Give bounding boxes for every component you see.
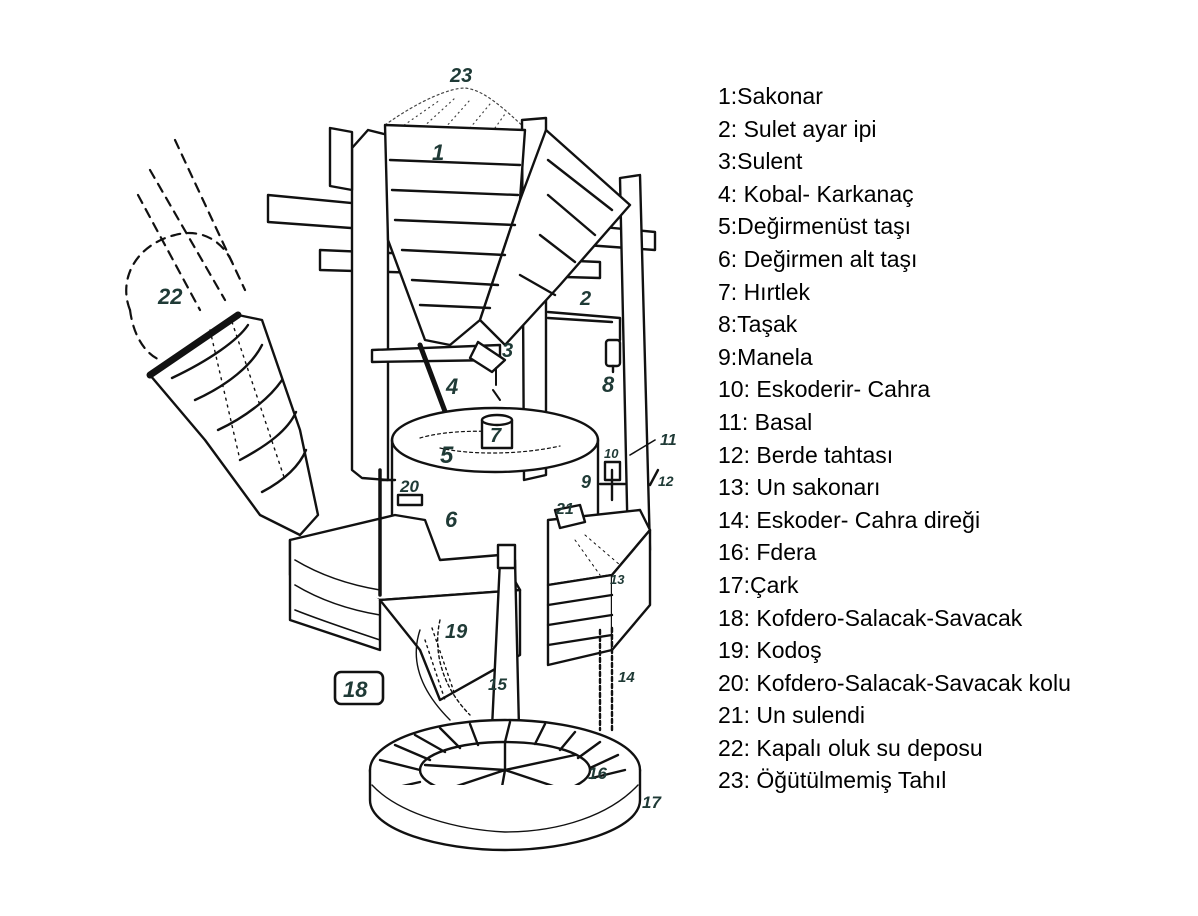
callout-19: 19 [445,621,468,643]
callout-10: 10 [604,446,619,461]
legend-item-17: 17:Çark [718,571,799,598]
legend-item-8: 8:Taşak [718,311,798,338]
callout-17: 17 [642,793,662,812]
callout-9: 9 [581,472,591,492]
legend-item-23: 23: Öğütülmemiş Tahıl [718,767,947,794]
callout-5: 5 [440,442,454,469]
legend-item-13: 13: Un sakonarı [718,474,881,501]
callout-numbers: 23 1 2 3 8 4 7 5 11 10 9 12 20 6 21 13 1… [157,65,677,812]
support-post [598,626,614,732]
legend-item-19: 19: Kodoş [718,637,822,664]
legend-item-1: 1:Sakonar [718,83,823,109]
legend-item-4: 4: Kobal- Karkanaç [718,180,914,207]
legend-list: 1:Sakonar 2: Sulet ayar ipi 3:Sulent 4: … [718,80,1188,797]
legend-item-9: 9:Manela [718,343,813,370]
grain-cup [480,413,514,450]
legend-item-14: 14: Eskoder- Cahra direği [718,506,981,533]
water-stream [415,619,471,721]
callout-15: 15 [488,675,507,694]
callout-7: 7 [490,425,502,447]
callout-1: 1 [432,140,444,165]
legend-item-2: 2: Sulet ayar ipi [718,115,877,142]
adjustment-rope [546,310,622,374]
legend-item-18: 18: Kofdero-Salacak-Savacak [718,604,1023,631]
water-wheel [368,718,642,852]
callout-box-18 [333,670,385,706]
callout-18: 18 [343,677,368,702]
hopper [383,123,632,347]
callout-23: 23 [449,65,472,87]
legend-item-6: 6: Değirmen alt taşı [718,245,918,272]
callout-3: 3 [502,340,513,362]
callout-6: 6 [445,507,458,532]
legend-item-16: 16: Fdera [718,539,817,566]
legend-item-12: 12: Berde tahtası [718,441,894,468]
penstock-channel [146,311,320,537]
legend-item-20: 20: Kofdero-Salacak-Savacak kolu [718,669,1071,696]
legend-item-22: 22: Kapalı oluk su deposu [718,734,983,761]
flour-trough [546,508,652,667]
callout-4: 4 [445,374,458,399]
callout-11: 11 [660,432,677,449]
water-reservoir-outline [125,138,247,362]
callout-14: 14 [618,669,635,686]
callout-16: 16 [588,764,607,783]
legend-item-11: 11: Basal [718,408,813,435]
grain-heap [384,87,526,131]
legend-item-5: 5:Değirmenüst taşı [718,213,912,240]
watermill-illustration: 23 1 2 3 8 4 7 5 11 10 9 12 20 6 21 13 1… [125,65,677,852]
legend-item-21: 21: Un sulendi [718,702,866,729]
callout-20: 20 [399,477,419,496]
watermill-diagram: 23 1 2 3 8 4 7 5 11 10 9 12 20 6 21 13 1… [125,65,677,852]
callout-2: 2 [579,288,591,310]
callout-8: 8 [602,372,615,397]
callout-12: 12 [658,473,674,489]
callout-22: 22 [157,284,183,309]
callout-13: 13 [610,572,625,587]
mill-platform [288,468,522,702]
legend-item-7: 7: Hırtlek [718,278,811,305]
callout-21: 21 [555,501,574,518]
legend-item-10: 10: Eskoderir- Cahra [718,376,931,403]
legend-item-3: 3:Sulent [718,148,803,175]
flour-spout [553,439,660,530]
